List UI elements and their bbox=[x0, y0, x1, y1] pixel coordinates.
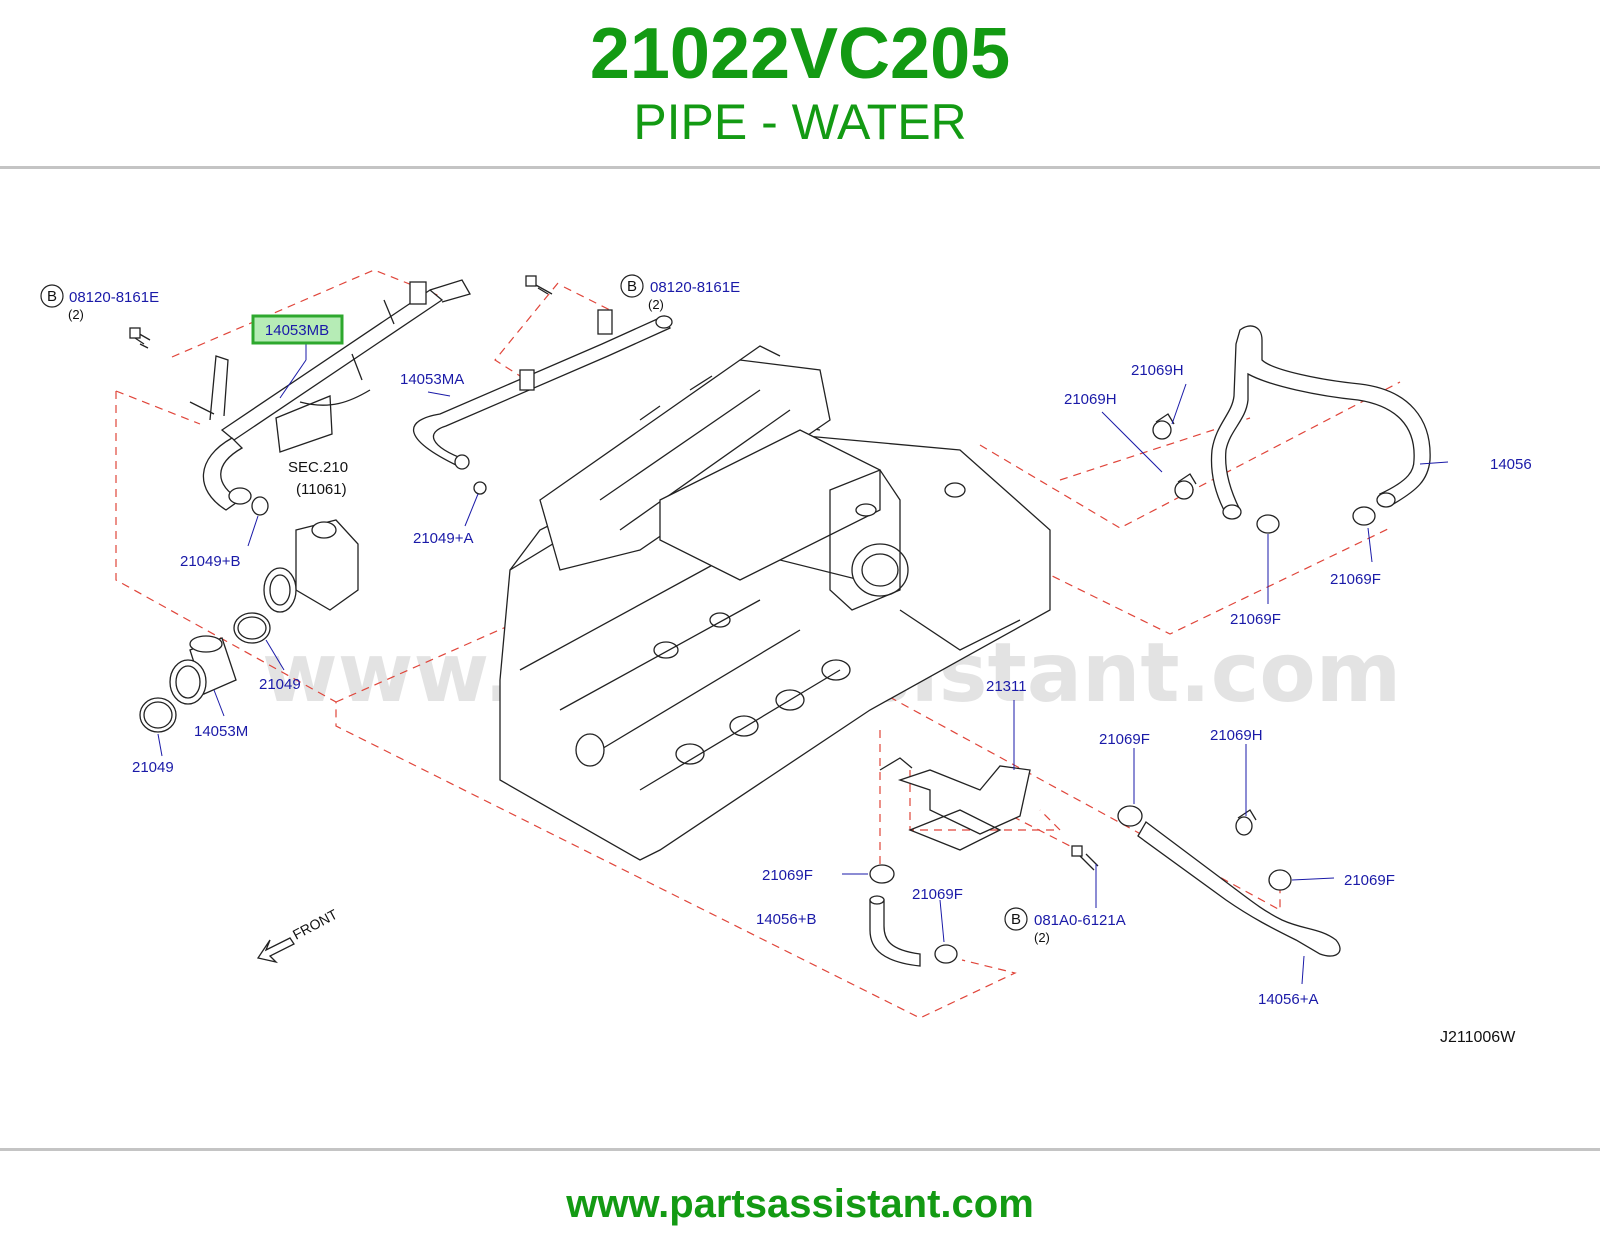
callout-21049-lower[interactable]: 21049 bbox=[132, 759, 174, 776]
bolt-marker-bottom-text: B bbox=[1011, 911, 1021, 928]
bypass-hose-14056a bbox=[1137, 821, 1341, 957]
callout-21069f-center[interactable]: 21069F bbox=[1230, 611, 1281, 628]
heater-hose-14056 bbox=[1210, 325, 1431, 520]
callout-21069f-bottom[interactable]: 21069F bbox=[912, 886, 963, 903]
callout-bolt-left[interactable]: 08120-8161E bbox=[69, 289, 159, 306]
part-name-subtitle: PIPE - WATER bbox=[633, 94, 967, 150]
callout-bolt-left-qty: (2) bbox=[68, 307, 84, 322]
bolt-marker-top bbox=[620, 274, 644, 298]
callout-21311[interactable]: 21311 bbox=[986, 678, 1027, 695]
callout-14053ma[interactable]: 14053MA bbox=[400, 371, 464, 388]
bolt-marker-left bbox=[40, 284, 64, 308]
front-direction-arrow: FRONT bbox=[256, 906, 340, 964]
callout-labels: B 08120-8161E (2) B 08120-8161E (2) 1405… bbox=[40, 274, 1532, 1046]
callout-21069h-lower[interactable]: 21069H bbox=[1210, 727, 1263, 744]
callout-14056b[interactable]: 14056+B bbox=[756, 911, 816, 928]
assembly-guide-lines bbox=[115, 269, 1401, 1019]
footer-url[interactable]: www.partsassistant.com bbox=[566, 1182, 1034, 1226]
section-ref[interactable]: SEC.210 bbox=[288, 459, 348, 476]
header-divider bbox=[0, 166, 1600, 169]
callout-21049a[interactable]: 21049+A bbox=[413, 530, 473, 547]
callout-21069h-mid[interactable]: 21069H bbox=[1064, 391, 1117, 408]
engine-cylinder-head bbox=[499, 345, 1051, 861]
callout-bolt-bottom-qty: (2) bbox=[1034, 930, 1050, 945]
bracket-21311 bbox=[879, 757, 1031, 851]
callout-leaders bbox=[157, 344, 1449, 985]
thermostat-housing bbox=[263, 519, 359, 613]
water-inlet-14053m bbox=[169, 635, 237, 705]
part-number-title: 21022VC205 bbox=[589, 14, 1011, 94]
parts-diagram: www.partsassistant.com bbox=[40, 269, 1532, 1046]
callout-bolt-top-qty: (2) bbox=[648, 297, 664, 312]
bolt-marker-bottom bbox=[1004, 907, 1028, 931]
callout-21069f-lower-right[interactable]: 21069F bbox=[1344, 872, 1395, 889]
water-pipe-14053mb[interactable] bbox=[189, 279, 471, 511]
drawing-code: J211006W bbox=[1440, 1029, 1516, 1046]
section-sub: (11061) bbox=[296, 481, 347, 498]
pipe-14053ma bbox=[412, 309, 673, 470]
hose-14056b bbox=[869, 895, 921, 967]
front-label: FRONT bbox=[290, 906, 340, 943]
callout-21049b[interactable]: 21049+B bbox=[180, 553, 240, 570]
highlight-box bbox=[251, 314, 344, 345]
callout-21069f-bottom-left[interactable]: 21069F bbox=[762, 867, 813, 884]
bolt-marker-top-text: B bbox=[627, 278, 637, 295]
callout-21049-upper[interactable]: 21049 bbox=[259, 676, 301, 693]
callout-14056[interactable]: 14056 bbox=[1490, 456, 1532, 473]
callout-14056a[interactable]: 14056+A bbox=[1258, 991, 1318, 1008]
hose-clamps bbox=[869, 413, 1376, 964]
seal-rings bbox=[139, 481, 487, 733]
callout-21069f-lower-left[interactable]: 21069F bbox=[1099, 731, 1150, 748]
bolts bbox=[129, 275, 1099, 871]
callout-bolt-top[interactable]: 08120-8161E bbox=[650, 279, 740, 296]
callout-14053m[interactable]: 14053M bbox=[194, 723, 248, 740]
callout-14053mb-highlighted[interactable]: 14053MB bbox=[265, 322, 329, 339]
footer-divider bbox=[0, 1148, 1600, 1151]
callout-21069h-top[interactable]: 21069H bbox=[1131, 362, 1184, 379]
callout-21069f-right[interactable]: 21069F bbox=[1330, 571, 1381, 588]
callout-bolt-bottom[interactable]: 081A0-6121A bbox=[1034, 912, 1126, 929]
bolt-marker-left-text: B bbox=[47, 288, 57, 305]
